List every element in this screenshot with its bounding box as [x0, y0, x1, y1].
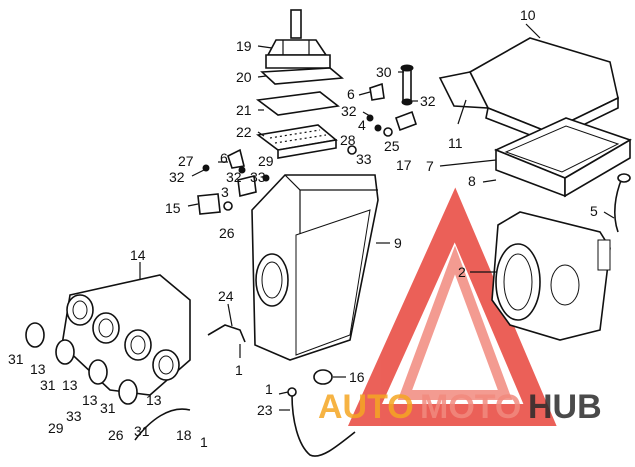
callout-23: 23 [257, 402, 273, 418]
callout-4: 4 [358, 117, 366, 133]
callout-28: 28 [340, 132, 356, 148]
callout-26-b: 26 [108, 427, 124, 443]
callout-1-a: 1 [235, 362, 243, 378]
callout-7: 7 [426, 158, 434, 174]
callout-10: 10 [520, 7, 536, 23]
callout-33-c: 33 [66, 408, 82, 424]
part-21-plate [255, 91, 340, 116]
callout-32-b: 32 [341, 103, 357, 119]
part-16-grommet [313, 369, 333, 385]
part-20-gasket [260, 67, 344, 85]
callout-33-b: 33 [250, 169, 266, 185]
callout-5: 5 [590, 203, 598, 219]
callout-13-d: 13 [146, 392, 162, 408]
callout-26-a: 26 [219, 225, 235, 241]
watermark-brand-text: AUTO MOTO HUB [318, 388, 602, 426]
watermark-hub: HUB [528, 388, 602, 426]
callout-6-a: 6 [347, 86, 355, 102]
callout-15: 15 [165, 200, 181, 216]
part-18-hose [134, 408, 191, 441]
callout-31-b: 31 [40, 377, 56, 393]
callout-32-d: 32 [226, 169, 242, 185]
callout-27: 27 [178, 153, 194, 169]
callout-19: 19 [236, 38, 252, 54]
callout-33-a: 33 [356, 151, 372, 167]
part-22-filter-element [256, 124, 338, 159]
part-5-breather-hose [613, 177, 623, 233]
callout-11: 11 [448, 135, 463, 151]
callout-9: 9 [394, 235, 402, 251]
callout-24: 24 [218, 288, 234, 304]
leader-lines [139, 23, 615, 411]
callout-25: 25 [384, 138, 400, 154]
callout-6-b: 6 [220, 150, 228, 166]
callout-31-c: 31 [100, 400, 116, 416]
callout-20: 20 [236, 69, 252, 85]
callout-14: 14 [130, 247, 146, 263]
part-24-hose-fitting [207, 324, 246, 343]
watermark-triangle-logo [347, 187, 557, 426]
callout-31-a: 31 [8, 351, 24, 367]
callout-3: 3 [221, 184, 229, 200]
part-23-drain-tube [291, 394, 356, 457]
callout-1-b: 1 [265, 381, 273, 397]
part-9-air-box [251, 174, 379, 361]
callout-13-c: 13 [82, 392, 98, 408]
callout-21: 21 [236, 102, 252, 118]
callout-16: 16 [349, 369, 365, 385]
callout-29-b: 29 [48, 420, 64, 436]
part-10-air-box-lid [438, 37, 619, 144]
callout-22: 22 [236, 124, 252, 140]
callout-13-a: 13 [30, 361, 46, 377]
part-14-intake-boot-assembly [61, 274, 191, 396]
part-2-rear-housing [491, 211, 611, 341]
callout-30: 30 [376, 64, 392, 80]
callout-13-b: 13 [62, 377, 78, 393]
small-hardware [197, 64, 418, 215]
part-7-8-tray [493, 117, 632, 198]
callout-17: 17 [396, 157, 412, 173]
watermark-moto: MOTO [420, 388, 521, 426]
hose-clamps [25, 322, 138, 405]
callout-31-d: 31 [134, 423, 150, 439]
callout-2: 2 [458, 264, 466, 280]
callout-18: 18 [176, 427, 192, 443]
part-19-intake-cap [265, 9, 331, 69]
callout-labels: 19 20 21 22 10 30 32 6 32 4 28 25 33 17 … [8, 7, 598, 450]
callout-1-c: 1 [200, 434, 208, 450]
callout-32-c: 32 [169, 169, 185, 185]
callout-32-a: 32 [420, 93, 436, 109]
watermark-auto: AUTO [318, 388, 414, 426]
callout-29-a: 29 [258, 153, 274, 169]
callout-8: 8 [468, 173, 476, 189]
